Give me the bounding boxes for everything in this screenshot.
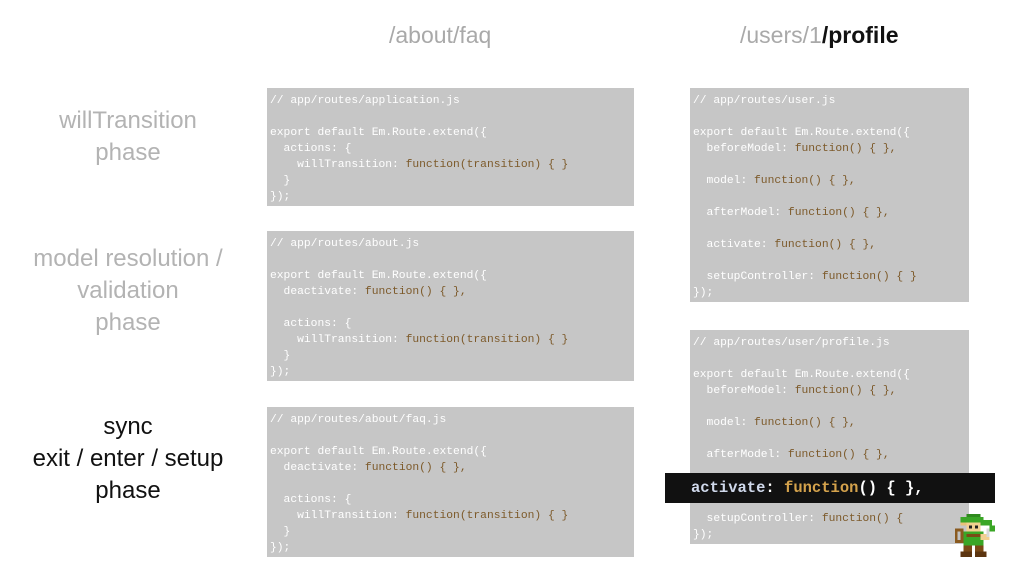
phase-line: sync	[103, 413, 153, 440]
phase-line: willTransition	[59, 107, 197, 134]
code-line	[270, 428, 634, 444]
code-line	[693, 189, 969, 205]
code-line: afterModel: function() { },	[693, 207, 890, 219]
code-line: deactivate: function() { },	[270, 462, 467, 474]
highlight-rest: () { },	[858, 479, 924, 497]
code-line: activate: function() { },	[693, 239, 877, 251]
code-line: export default Em.Route.extend({	[270, 446, 487, 458]
code-line: willTransition: function(transition) { }	[270, 159, 569, 171]
code-line: });	[270, 542, 291, 554]
code-line	[270, 476, 634, 492]
code-line: // app/routes/user.js	[693, 95, 836, 107]
code-line: // app/routes/about.js	[270, 238, 420, 250]
phase-line: exit / enter / setup	[32, 445, 224, 472]
code-profile-route: // app/routes/user/profile.js export def…	[690, 330, 969, 544]
code-line: setupController: function() {	[693, 513, 904, 525]
highlight-colon: :	[765, 479, 785, 497]
code-line: // app/routes/application.js	[270, 95, 460, 107]
phase-line: model resolution /	[33, 245, 223, 272]
phase-line: validation	[77, 277, 179, 304]
code-line: actions: {	[270, 143, 352, 155]
phase-line: phase	[95, 309, 161, 336]
code-line: });	[270, 366, 291, 378]
code-line: deactivate: function() { },	[270, 286, 467, 298]
phase-sync: sync exit / enter / setup phase	[10, 411, 246, 507]
code-user-route: // app/routes/user.js export default Em.…	[690, 88, 969, 302]
code-line: actions: {	[270, 494, 352, 506]
code-line: beforeModel: function() { },	[693, 143, 897, 155]
code-line: });	[693, 529, 714, 541]
code-line	[270, 252, 634, 268]
code-line	[693, 399, 969, 415]
code-line	[270, 109, 634, 125]
code-line: willTransition: function(transition) { }	[270, 510, 569, 522]
code-line: export default Em.Route.extend({	[693, 369, 910, 381]
route-users-dim: /users/1	[740, 22, 822, 48]
code-line: export default Em.Route.extend({	[270, 127, 487, 139]
code-line: }	[270, 175, 291, 187]
phase-line: phase	[95, 139, 161, 166]
code-line: afterModel: function() { },	[693, 449, 890, 461]
code-faq-route: // app/routes/about/faq.js export defaul…	[267, 407, 634, 557]
code-line	[693, 351, 969, 367]
code-line	[270, 300, 634, 316]
route-about-faq-text: /about/faq	[389, 22, 492, 48]
code-line: model: function() { },	[693, 175, 856, 187]
code-line: // app/routes/about/faq.js	[270, 414, 447, 426]
code-line	[693, 109, 969, 125]
route-profile-bold: /profile	[821, 22, 899, 48]
phase-model-resolution: model resolution / validation phase	[10, 243, 246, 339]
highlighted-activate-line: activate: function() { },	[665, 473, 995, 503]
code-line: }	[270, 350, 291, 362]
code-line: setupController: function() { }	[693, 271, 917, 283]
code-line: export default Em.Route.extend({	[693, 127, 910, 139]
code-line: });	[270, 191, 291, 203]
code-line: willTransition: function(transition) { }	[270, 334, 569, 346]
code-line: });	[693, 287, 714, 299]
code-line	[693, 253, 969, 269]
link-character-icon	[954, 514, 995, 558]
route-about-faq: /about/faq	[389, 22, 491, 49]
code-application-route: // app/routes/application.js export defa…	[267, 88, 634, 206]
code-line: }	[270, 526, 291, 538]
highlight-prop: activate	[691, 479, 766, 497]
phase-will-transition: willTransition phase	[28, 105, 228, 169]
code-line	[693, 431, 969, 447]
code-line: beforeModel: function() { },	[693, 385, 897, 397]
highlight-fn: function	[784, 479, 859, 497]
code-line: model: function() { },	[693, 417, 856, 429]
code-line: // app/routes/user/profile.js	[693, 337, 890, 349]
code-about-route: // app/routes/about.js export default Em…	[267, 231, 634, 381]
code-line	[693, 157, 969, 173]
code-line: actions: {	[270, 318, 352, 330]
code-line	[693, 221, 969, 237]
phase-line: phase	[95, 477, 161, 504]
route-users-profile: /users/1/profile	[740, 22, 899, 49]
code-line: export default Em.Route.extend({	[270, 270, 487, 282]
